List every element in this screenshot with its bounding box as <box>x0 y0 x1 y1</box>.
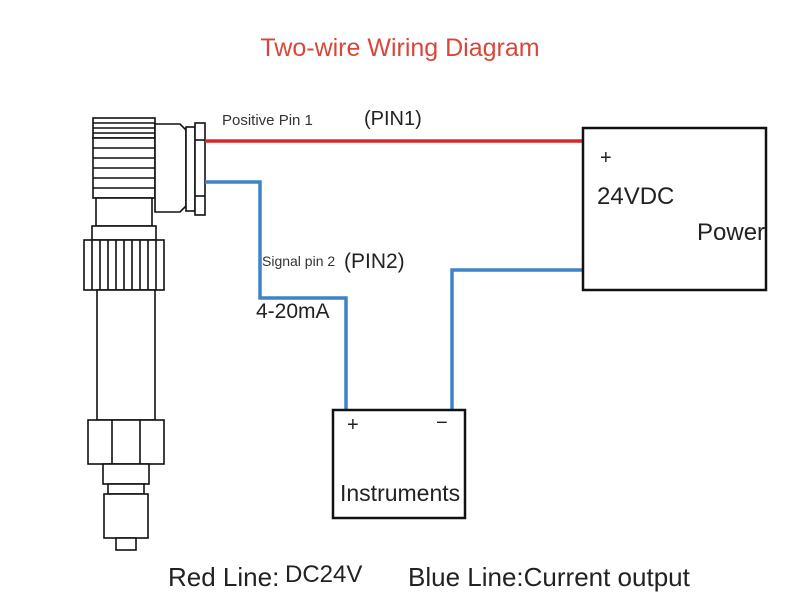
instruments-label: Instruments <box>340 480 461 506</box>
blue-wire-signal <box>205 180 348 410</box>
legend-red-line-value: DC24V <box>285 561 363 588</box>
legend-blue-line-label: Blue Line:Current output <box>408 562 690 592</box>
legend-red-line-label: Red Line: <box>168 562 280 592</box>
signal-pin-label: Signal pin 2 <box>262 253 336 269</box>
instruments-minus-sign: − <box>436 412 448 434</box>
pressure-sensor-icon <box>83 117 206 551</box>
pin1-tag: (PIN1) <box>364 108 422 130</box>
diagram-title: Two-wire Wiring Diagram <box>260 34 540 62</box>
power-supply-box <box>581 126 768 292</box>
instruments-plus-sign: + <box>347 414 359 436</box>
instruments-box <box>331 408 467 520</box>
pin2-tag: (PIN2) <box>344 250 405 273</box>
positive-pin-label: Positive Pin 1 <box>222 112 313 129</box>
blue-wire-return <box>450 268 582 410</box>
power-voltage-label: 24VDC <box>597 183 675 210</box>
current-range-label: 4-20mA <box>256 300 330 323</box>
power-plus-sign: + <box>600 147 612 169</box>
power-label: Power <box>697 219 766 246</box>
